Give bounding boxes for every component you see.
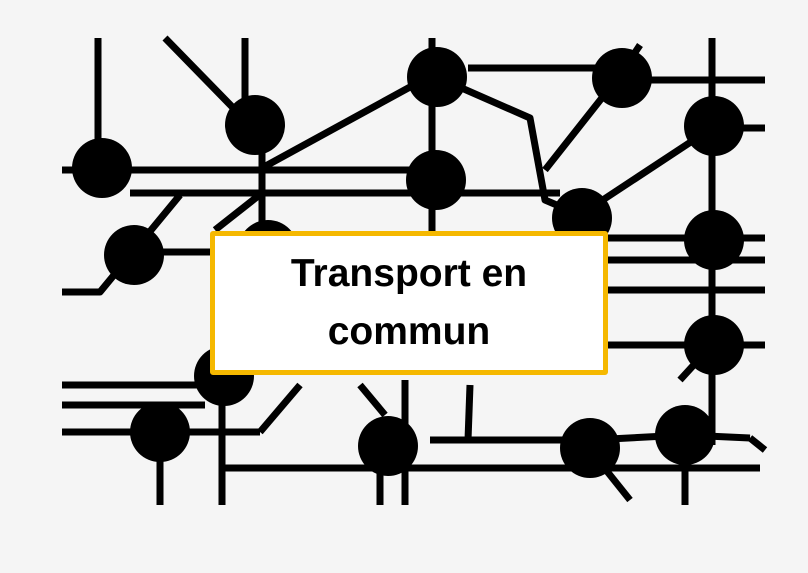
slide-title-line-2: commun xyxy=(327,310,491,353)
title-callout-box: Transport en commun xyxy=(210,231,608,375)
transit-stations xyxy=(72,47,744,478)
slide-title: Transport en commun xyxy=(291,245,527,361)
slide-title-line-1: Transport en xyxy=(290,252,528,295)
